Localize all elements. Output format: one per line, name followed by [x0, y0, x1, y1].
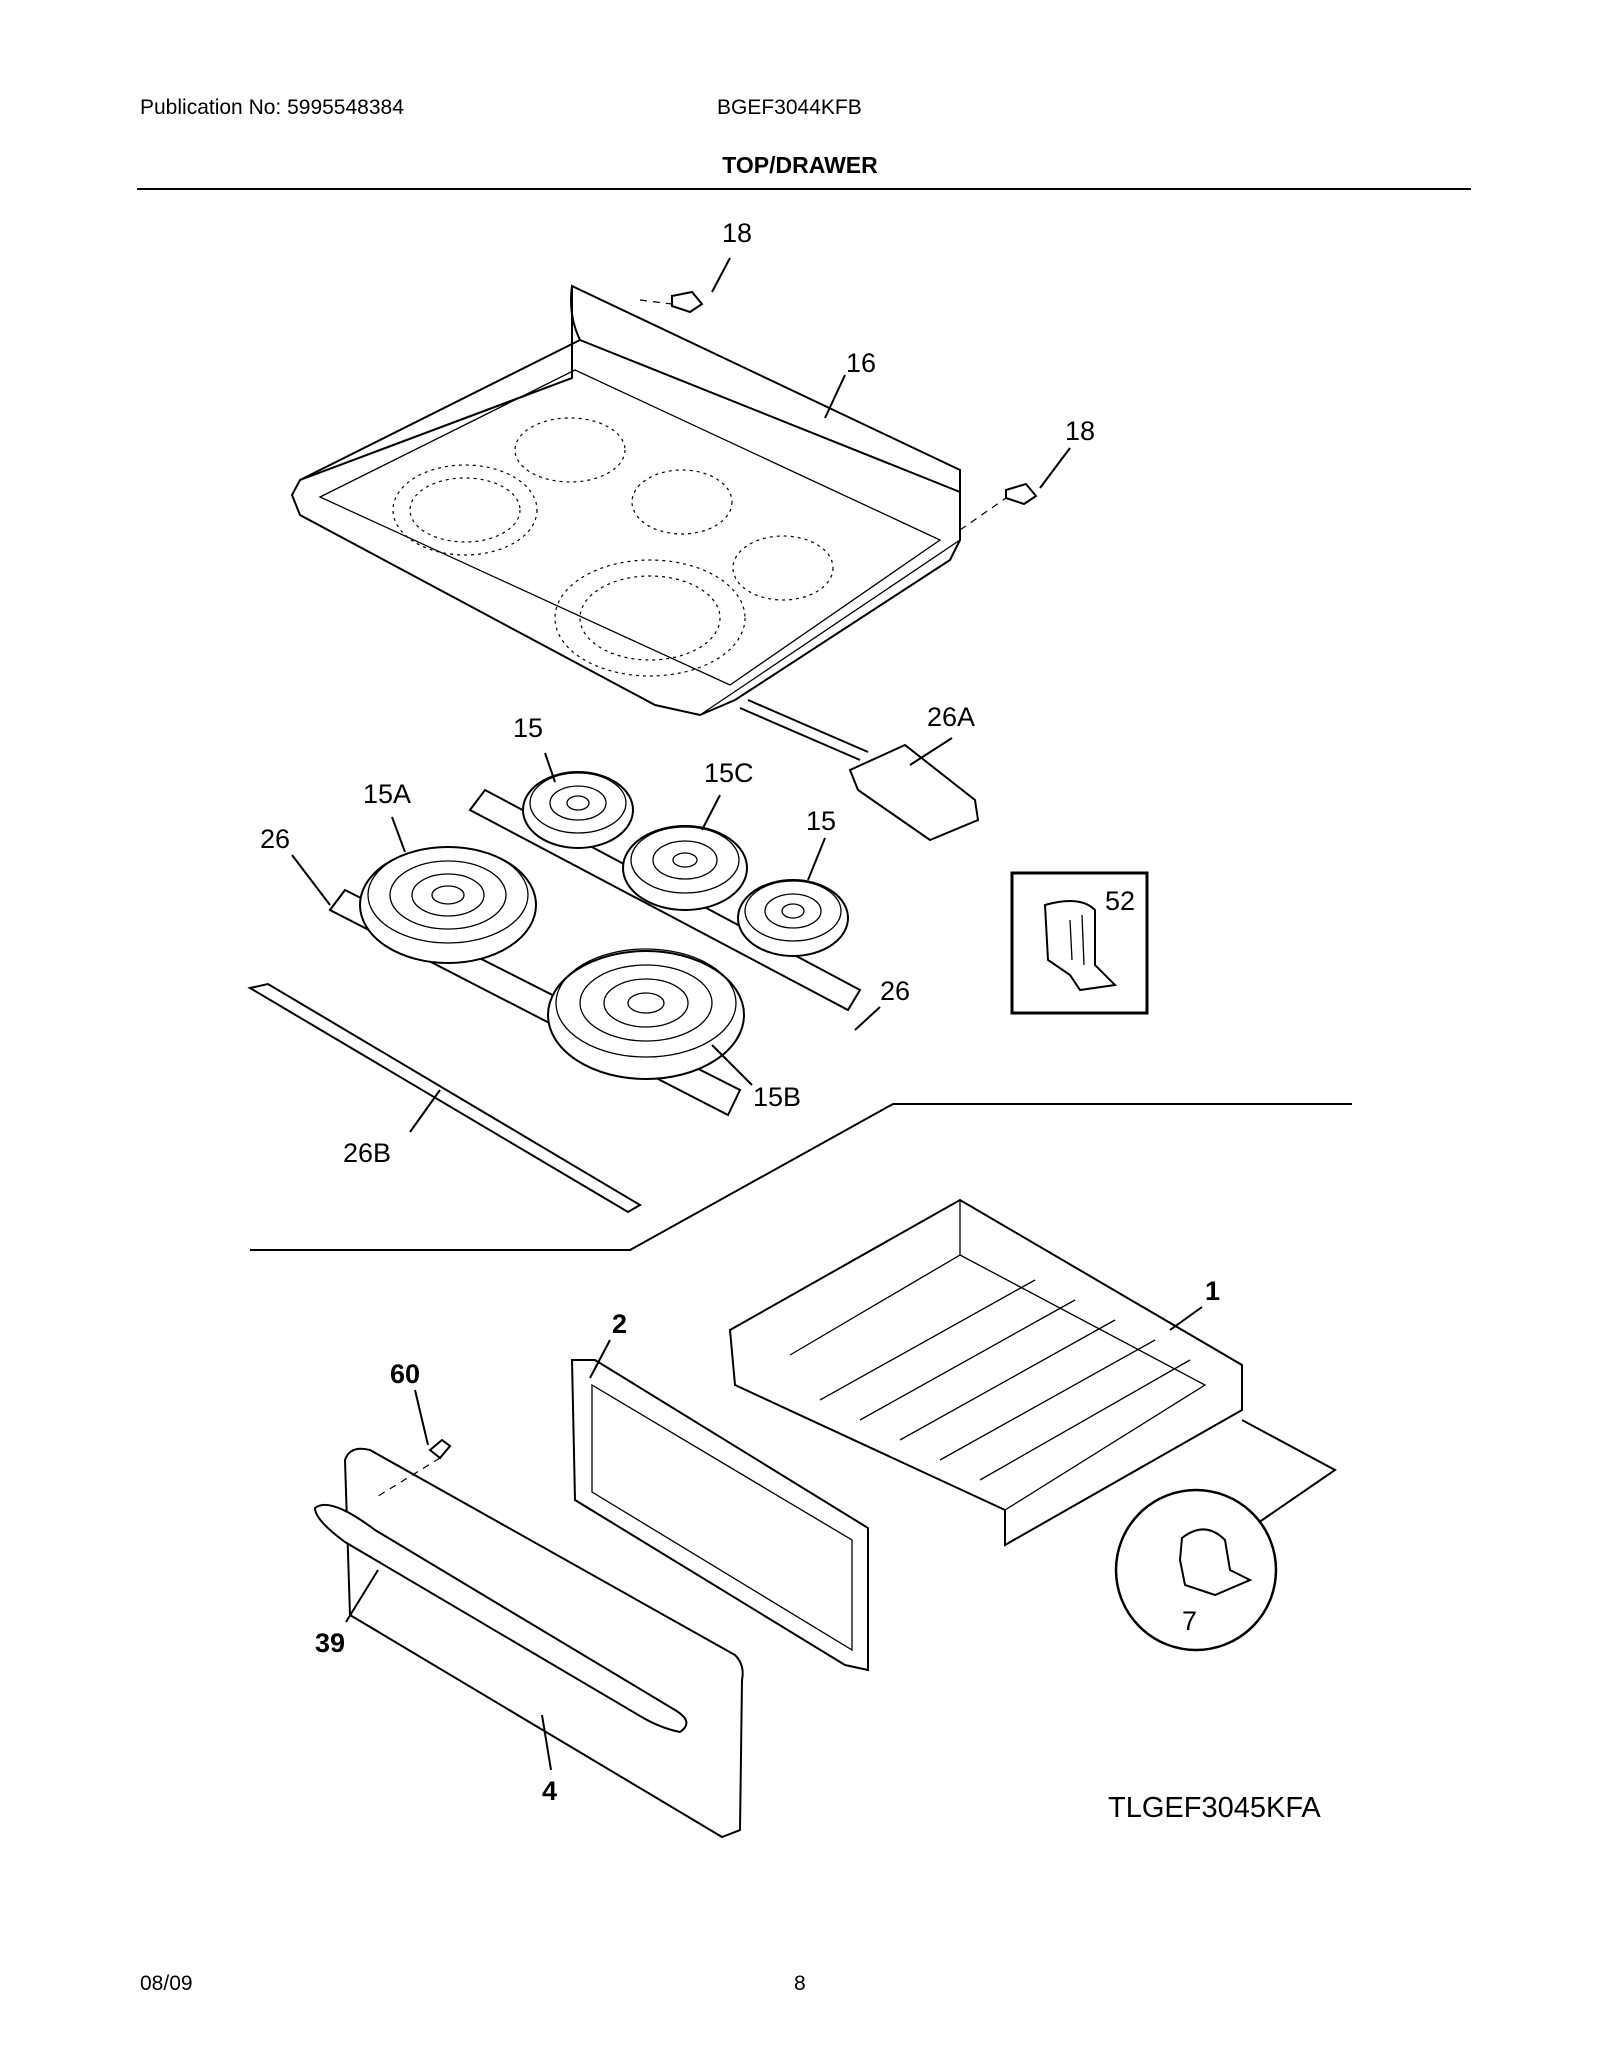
callout-18-left: 18 [722, 218, 752, 248]
callout-15-right: 15 [806, 806, 836, 836]
callout-26-right: 26 [880, 976, 910, 1006]
header-rule [137, 188, 1471, 190]
drawer-box [728, 1198, 1243, 1547]
callout-60-screw: 60 [390, 1359, 420, 1389]
footer-date: 08/09 [140, 1972, 193, 1995]
callout-15c: 15C [704, 758, 754, 788]
callout-18-right: 18 [1065, 416, 1095, 446]
callout-1-drawer: 1 [1205, 1276, 1220, 1306]
callout-15-back: 15 [513, 713, 543, 743]
diagram-code: TLGEF3045KFA [1108, 1792, 1321, 1824]
front-trim-strip [247, 982, 642, 1214]
element-15-back [522, 771, 634, 849]
callout-26b-trim: 26B [343, 1138, 391, 1168]
callout-7-glide: 7 [1182, 1606, 1197, 1636]
callout-4-front: 4 [542, 1776, 557, 1806]
callout-26a-harness: 26A [927, 702, 975, 732]
element-15c [622, 825, 748, 911]
element-15a-large [359, 846, 537, 964]
element-15-right [737, 879, 849, 957]
drawer-panel-frame [570, 1359, 869, 1672]
model-number: BGEF3044KFB [717, 96, 862, 119]
element-15b-large [547, 948, 745, 1080]
top-bracket-right [959, 482, 1038, 531]
inset-box-52 [1010, 871, 1149, 1015]
drawer-handle [313, 1503, 688, 1734]
top-bracket-left [639, 290, 704, 314]
callout-39-handle: 39 [315, 1628, 345, 1658]
page-number: 8 [794, 1972, 806, 1995]
cooktop-glass-top [290, 284, 961, 717]
callout-leaders [291, 257, 1203, 1771]
section-title: TOP/DRAWER [722, 152, 878, 178]
handle-screw [374, 1438, 452, 1499]
callout-2-panel: 2 [612, 1309, 627, 1339]
callout-16: 16 [846, 348, 876, 378]
callout-15a: 15A [363, 779, 411, 809]
callout-26-left: 26 [260, 824, 290, 854]
inset-circle-7 [1114, 1419, 1337, 1652]
callout-15b: 15B [753, 1082, 801, 1112]
publication-number: Publication No: 5995548384 [140, 96, 404, 119]
wire-harness-bracket [739, 699, 980, 842]
callout-52: 52 [1105, 886, 1135, 916]
